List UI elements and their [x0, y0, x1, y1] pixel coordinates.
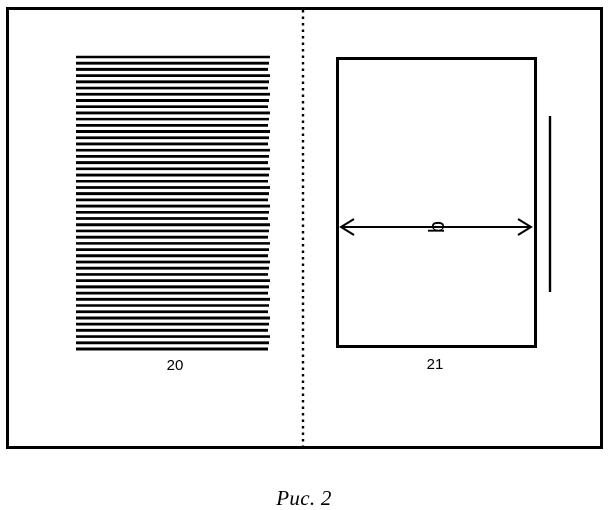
dimension-label-b: b — [424, 221, 449, 233]
striped-block — [76, 55, 270, 351]
dimension-arrow-b — [339, 218, 533, 236]
figure-caption: Рис. 2 — [276, 486, 332, 510]
right-panel-label: 21 — [427, 356, 444, 373]
figure-diagram: 20 b 21 — [6, 7, 603, 449]
left-panel-label: 20 — [167, 357, 184, 374]
blank-rectangle — [336, 57, 537, 348]
outer-frame — [6, 7, 603, 449]
